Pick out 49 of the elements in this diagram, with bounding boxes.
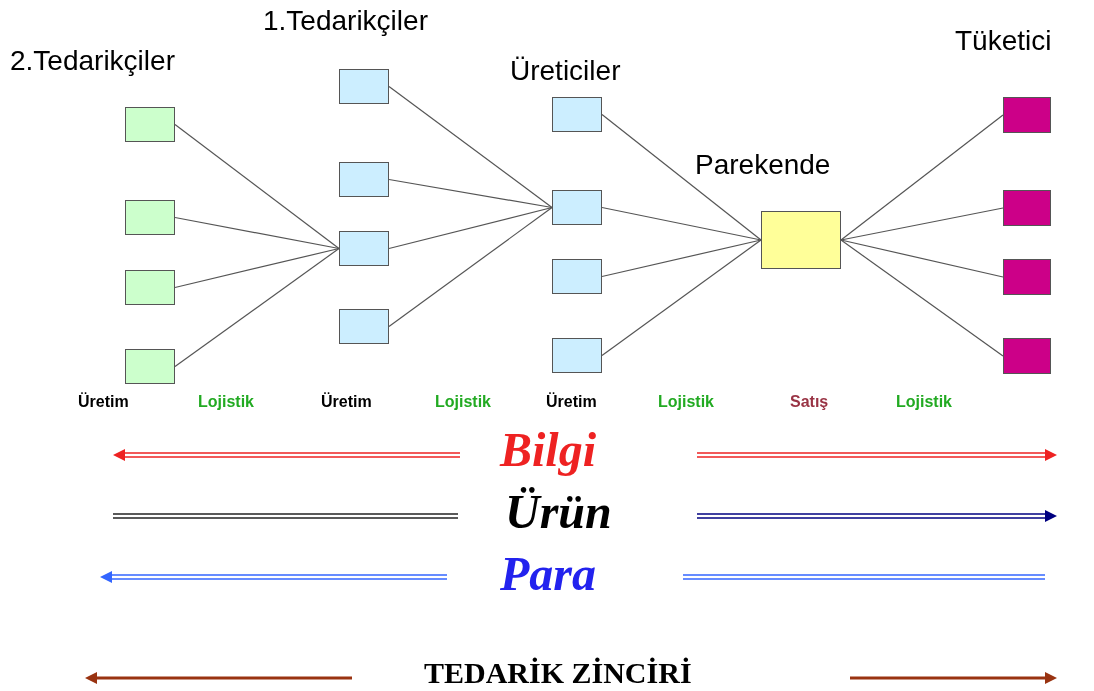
node-box <box>1003 259 1051 295</box>
connector-line <box>840 114 1004 241</box>
footer-title: TEDARİK ZİNCİRİ <box>424 656 692 690</box>
connector-line <box>174 216 340 250</box>
column-heading: 2.Tedarikçiler <box>10 45 175 77</box>
node-box <box>1003 338 1051 374</box>
connector-line <box>601 239 762 278</box>
connector-line <box>601 113 762 241</box>
stage-label: Lojistik <box>658 393 714 411</box>
node-box <box>339 162 389 197</box>
connector-line <box>840 239 1004 357</box>
connector-line <box>174 123 340 250</box>
node-box <box>125 200 175 235</box>
column-heading: Tüketici <box>955 25 1052 57</box>
column-heading: 1.Tedarikçiler <box>263 5 428 37</box>
stage-label: Üretim <box>321 393 372 411</box>
flow-label: Ürün <box>505 484 612 539</box>
connector-line <box>388 206 553 328</box>
node-box <box>339 309 389 344</box>
node-box <box>552 338 602 373</box>
node-box <box>125 349 175 384</box>
connector-line <box>601 206 762 241</box>
column-heading: Üreticiler <box>510 55 621 87</box>
stage-label: Lojistik <box>435 393 491 411</box>
connector-line <box>388 178 553 209</box>
node-box <box>1003 97 1051 133</box>
flow-label: Para <box>500 546 596 601</box>
stage-label: Satış <box>790 393 829 411</box>
connector-line <box>840 207 1004 241</box>
connector-line <box>840 239 1004 278</box>
flow-label: Bilgi <box>500 422 597 477</box>
node-box <box>552 190 602 225</box>
connector-line <box>174 247 340 289</box>
connector-line <box>174 247 340 368</box>
stage-label: Üretim <box>78 393 129 411</box>
stage-label: Lojistik <box>198 393 254 411</box>
node-box <box>339 231 389 266</box>
node-box <box>1003 190 1051 226</box>
node-box <box>125 270 175 305</box>
retail-box <box>761 211 841 269</box>
connector-line <box>388 85 553 209</box>
node-box <box>339 69 389 104</box>
node-box <box>125 107 175 142</box>
stage-label: Üretim <box>546 393 597 411</box>
connector-line <box>388 206 553 250</box>
node-heading: Parekende <box>695 149 831 181</box>
node-box <box>552 97 602 132</box>
connector-line <box>601 239 762 357</box>
node-box <box>552 259 602 294</box>
